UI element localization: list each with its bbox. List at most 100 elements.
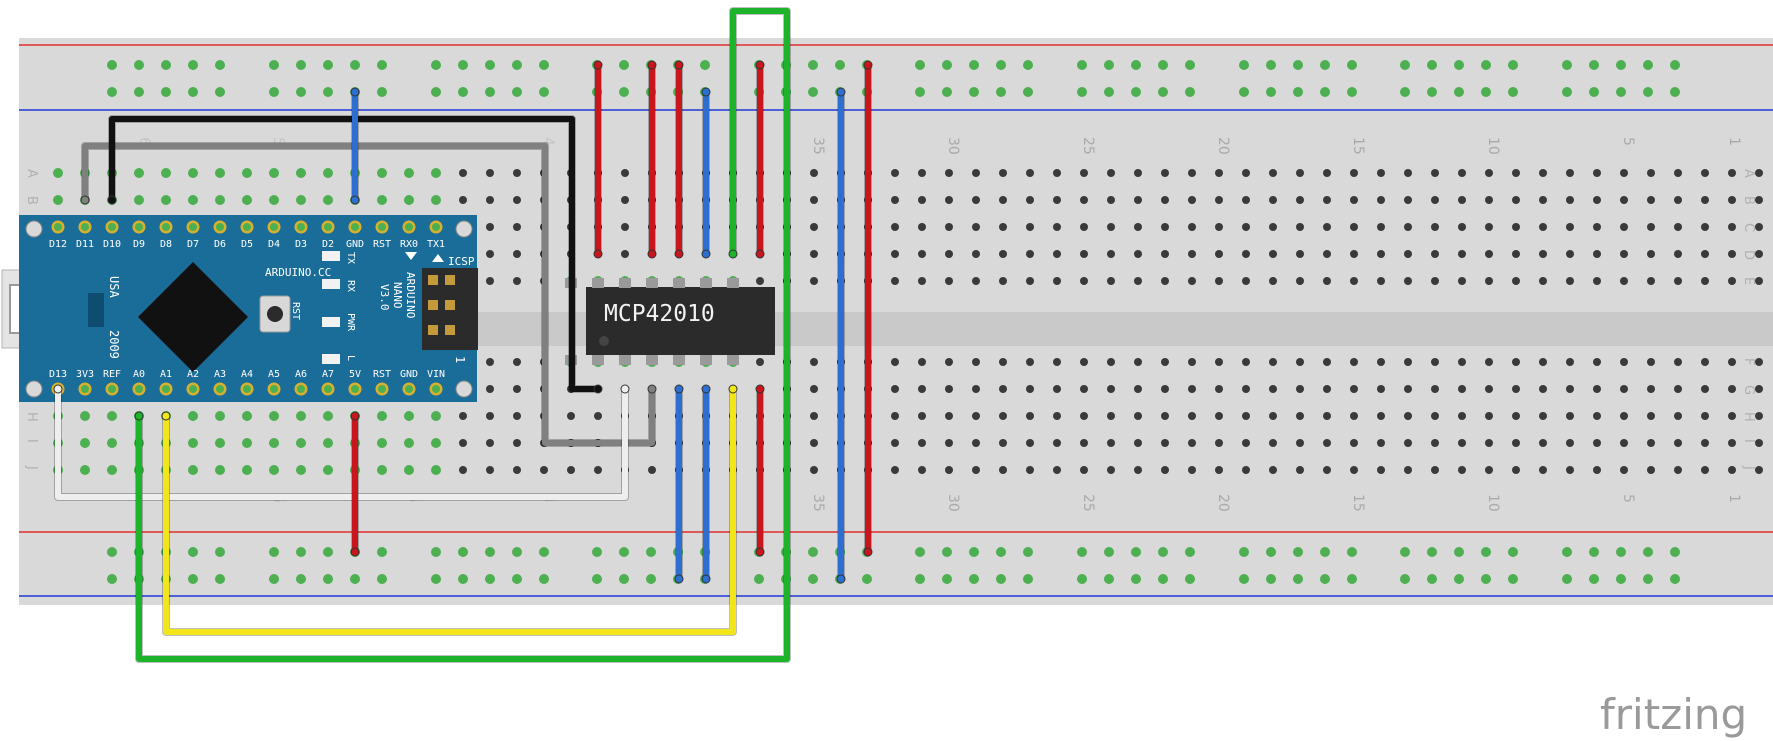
breadboard-hole [1161,358,1169,366]
breadboard-hole [1215,358,1223,366]
breadboard-hole [1215,439,1223,447]
breadboard-hole [891,250,899,258]
rail-hole [323,87,333,97]
breadboard-hole [1404,358,1412,366]
breadboard-hole [1701,385,1709,393]
breadboard-hole [1242,169,1250,177]
mcp42010-chip: MCP42010 [565,278,775,365]
rail-hole [646,574,656,584]
breadboard-hole [1323,223,1331,231]
breadboard-hole [1161,223,1169,231]
rail-hole [1266,87,1276,97]
breadboard-hole [1026,358,1034,366]
breadboard-hole [1485,412,1493,420]
breadboard-hole [1161,466,1169,474]
rail-hole [969,574,979,584]
led-l [322,354,340,364]
breadboard-hole [1107,250,1115,258]
breadboard-hole [1539,250,1547,258]
breadboard-hole [1188,250,1196,258]
nano-usb-pins [88,293,104,327]
breadboard-hole [1593,358,1601,366]
breadboard-hole [1755,358,1763,366]
breadboard-hole [1215,169,1223,177]
breadboard-hole [1296,358,1304,366]
breadboard-hole [972,250,980,258]
breadboard-hole [1323,439,1331,447]
breadboard-hole [1377,466,1385,474]
nano-pin-hole [405,223,413,231]
breadboard-hole [1134,412,1142,420]
breadboard-hole [972,196,980,204]
rail-hole [1400,60,1410,70]
breadboard-hole [1566,385,1574,393]
breadboard-hole [1755,250,1763,258]
breadboard-hole [486,466,494,474]
wire-yellow [163,386,736,635]
nano-mounting-hole-tl [25,220,43,238]
nano-pin-label: D11 [76,239,94,250]
breadboard-hole [1080,250,1088,258]
nano-pin-label: A5 [268,369,280,380]
wire-end [701,249,711,259]
nano-led-label-l: L [345,355,356,361]
rail-hole [323,60,333,70]
wire-end [350,547,360,557]
breadboard-hole [1512,196,1520,204]
breadboard-hole [1107,169,1115,177]
breadboard-hole [1539,439,1547,447]
breadboard-hole [1404,385,1412,393]
rail-hole [1643,60,1653,70]
rail-hole [431,60,441,70]
column-number-faint: 5 [270,137,286,146]
breadboard-hole [1728,466,1736,474]
breadboard-hole [1107,223,1115,231]
rail-hole [969,547,979,557]
breadboard-hole [1674,250,1682,258]
breadboard-hole [918,169,926,177]
breadboard-hole [999,169,1007,177]
row-letter: B [1741,196,1756,205]
row-letter: B [24,196,39,205]
breadboard-hole [1377,250,1385,258]
breadboard-hole [1566,439,1574,447]
breadboard-hole [1269,250,1277,258]
breadboard-hole [296,411,306,421]
breadboard-hole [810,439,818,447]
rail-hole [1185,574,1195,584]
breadboard-hole [1404,466,1412,474]
breadboard-hole [1053,358,1061,366]
breadboard-hole [459,439,467,447]
breadboard-hole [1296,277,1304,285]
nano-brand: ARDUINO.CC [265,266,331,279]
nano-pin-label: D12 [49,239,67,250]
wire-end [134,411,144,421]
chip-pin [592,278,604,288]
nano-pin-hole [243,223,251,231]
nano-pin-hole [216,385,224,393]
row-letter: J [1741,465,1756,470]
breadboard-hole [215,465,225,475]
breadboard-hole [1404,196,1412,204]
nano-pin-hole [162,223,170,231]
breadboard-hole [1458,196,1466,204]
rail-hole [942,547,952,557]
column-number: 10 [1485,137,1501,155]
nano-pin-label: D10 [103,239,121,250]
breadboard-hole [80,438,90,448]
breadboard-hole [1161,196,1169,204]
breadboard-hole [810,196,818,204]
breadboard-hole [1269,169,1277,177]
nano-pin-hole [270,385,278,393]
rail-hole [269,574,279,584]
rail-hole [1481,574,1491,584]
wire-end [836,574,846,584]
wire-end [593,249,603,259]
rail-hole [1104,574,1114,584]
rail-hole [1562,87,1572,97]
breadboard-hole [1269,196,1277,204]
wire-end [863,60,873,70]
breadboard-hole [242,168,252,178]
breadboard-hole [1377,385,1385,393]
